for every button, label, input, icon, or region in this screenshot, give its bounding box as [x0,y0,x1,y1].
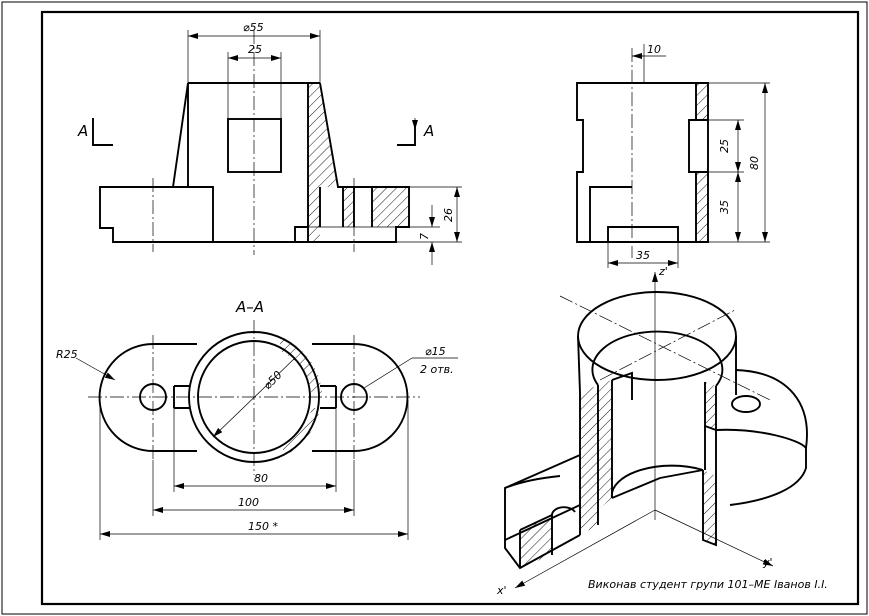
dim-hole-diameter-15: ⌀15 [425,345,446,358]
top-view-dimensions [75,357,458,540]
front-view-dimensions [187,30,462,265]
dim-side-35-horizontal: 35 [636,249,650,262]
dim-height-26: 26 [442,208,455,222]
section-marker-left: A [77,122,88,140]
dim-side-35-vertical: 35 [718,200,731,214]
dim-height-7: 7 [418,233,431,240]
dim-150: 150 * [248,520,278,533]
top-view [88,320,420,475]
dim-80: 80 [254,472,268,485]
dim-side-10: 10 [647,43,661,56]
dim-radius-25: R25 [56,348,78,361]
drawing-frame [40,10,860,606]
dim-side-80: 80 [748,156,761,170]
front-view [92,30,418,255]
axis-x-label: x' [496,584,507,597]
dim-100: 100 [238,496,259,509]
author-stamp: Виконав студент групи 101–МЕ Іванов І.І. [588,578,828,591]
isometric-view [504,272,808,589]
section-title: A–A [235,298,264,316]
axis-y-label: y' [762,556,773,569]
dim-hole-count: 2 отв. [420,363,454,376]
side-view-dimensions [607,44,770,268]
axis-z-label: z' [658,265,668,278]
side-view [576,48,709,258]
dim-diameter-55: ⌀55 [243,21,264,34]
dim-width-25: 25 [248,43,262,56]
section-marker-right: A [423,122,434,140]
dim-bore-50: ⌀50 [261,368,285,392]
dim-side-25: 25 [718,139,731,153]
